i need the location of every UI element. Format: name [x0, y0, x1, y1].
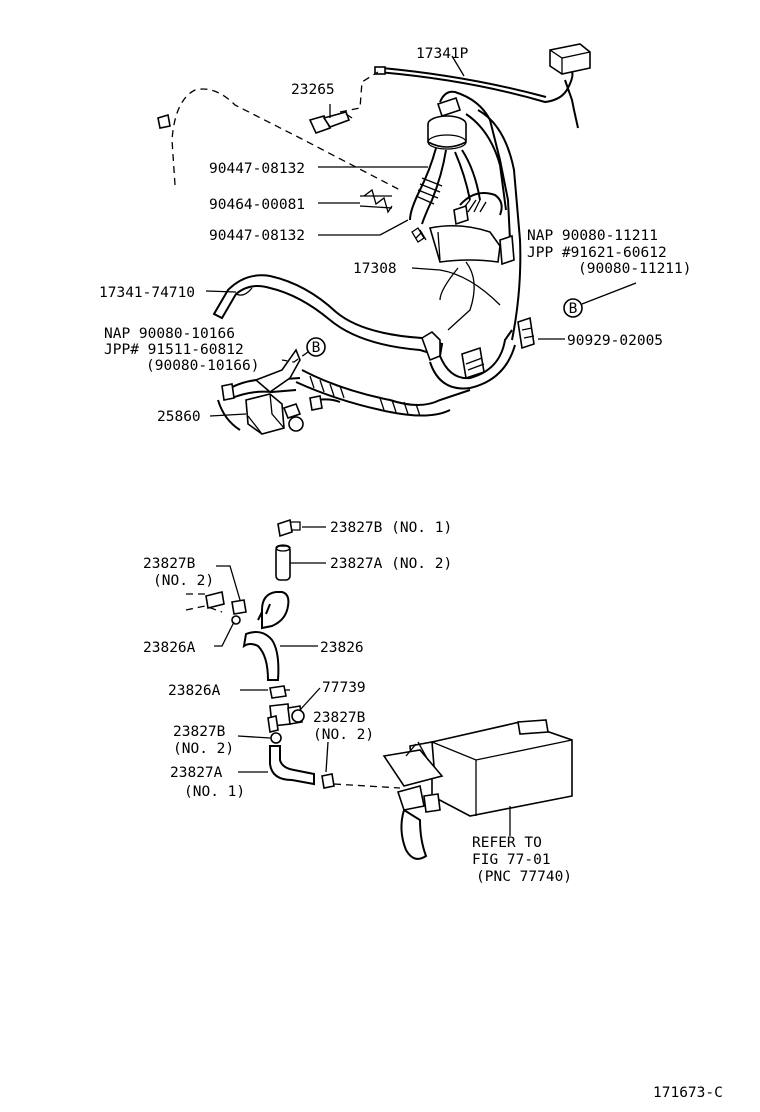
label-23827B-left: 23827B	[143, 556, 196, 572]
bracket-17308	[428, 224, 501, 263]
clip-23826A-lower	[269, 685, 287, 699]
label-fig-ref: FIG 77-01	[472, 852, 551, 868]
label-no1-bottom: (NO. 1)	[184, 784, 245, 800]
hose-23827A-no1	[269, 745, 315, 786]
label-90447-b: 90447-08132	[209, 228, 305, 244]
label-17308: 17308	[353, 261, 397, 277]
vsv-assembly	[427, 90, 511, 241]
label-90929: 90929-02005	[567, 333, 663, 349]
label-no2-left: (NO. 2)	[153, 573, 214, 589]
label-90464: 90464-00081	[209, 197, 305, 213]
label-23826A-upper: 23826A	[143, 640, 196, 656]
label-17341P: 17341P	[416, 46, 469, 62]
label-refer-to: REFER TO	[472, 835, 542, 851]
label-23827B-no1: 23827B (NO. 1)	[330, 520, 452, 536]
label-jpp-right: JPP #91621-60612	[527, 245, 667, 261]
label-23826A-lower: 23826A	[168, 683, 221, 699]
label-no2-right: (NO. 2)	[313, 727, 374, 743]
label-23265: 23265	[291, 82, 335, 98]
clip-23827B-no1	[277, 518, 301, 538]
label-23827B-right: 23827B	[313, 710, 366, 726]
label-23827B-lower: 23827B	[173, 724, 226, 740]
label-25860: 25860	[157, 409, 201, 425]
vsv-25860	[245, 348, 304, 435]
label-23826: 23826	[320, 640, 364, 656]
clip-23827B-right	[321, 773, 335, 789]
clamp-90464	[363, 188, 393, 214]
sensor-23265	[308, 111, 353, 134]
callout-b-right	[563, 298, 583, 318]
label-23827A-no2: 23827A (NO. 2)	[330, 556, 452, 572]
label-17341-74710: 17341-74710	[99, 285, 195, 301]
valve-77739	[267, 703, 305, 733]
hose-17341P	[377, 71, 574, 104]
upper-assembly: B B 17341P 23265 90447-08132 90464-00081…	[99, 43, 692, 435]
vacuum-connector-block	[549, 43, 591, 75]
label-alt-right: (90080-11211)	[578, 261, 692, 277]
callout-b-left	[306, 337, 326, 357]
callout-b-right-text: B	[569, 301, 578, 317]
lower-assembly: 23827B (NO. 1) 23827A (NO. 2) 23827B (NO…	[143, 518, 573, 885]
clip-23827B-lower	[270, 732, 282, 744]
label-23827A-bottom: 23827A	[170, 765, 223, 781]
label-nap-left: NAP 90080-10166	[104, 326, 235, 342]
label-77739: 77739	[322, 680, 366, 696]
label-jpp-left: JPP# 91511-60812	[104, 342, 244, 358]
label-pnc-ref: (PNC 77740)	[476, 869, 572, 885]
clip-23827B-left	[231, 599, 247, 615]
lower-leader-lines	[214, 526, 329, 773]
charcoal-canister	[382, 719, 573, 860]
upper-leader-lines	[205, 55, 637, 417]
label-alt-left: (90080-10166)	[146, 358, 260, 374]
label-nap-right: NAP 90080-11211	[527, 228, 658, 244]
label-90447-a: 90447-08132	[209, 161, 305, 177]
hose-23826	[242, 631, 280, 681]
hose-17341-74710	[212, 274, 444, 358]
bracket-90929	[517, 316, 535, 350]
callout-b-left-text: B	[312, 340, 321, 356]
label-no2-lower: (NO. 2)	[173, 741, 234, 757]
figure-id: 171673-C	[653, 1085, 723, 1101]
